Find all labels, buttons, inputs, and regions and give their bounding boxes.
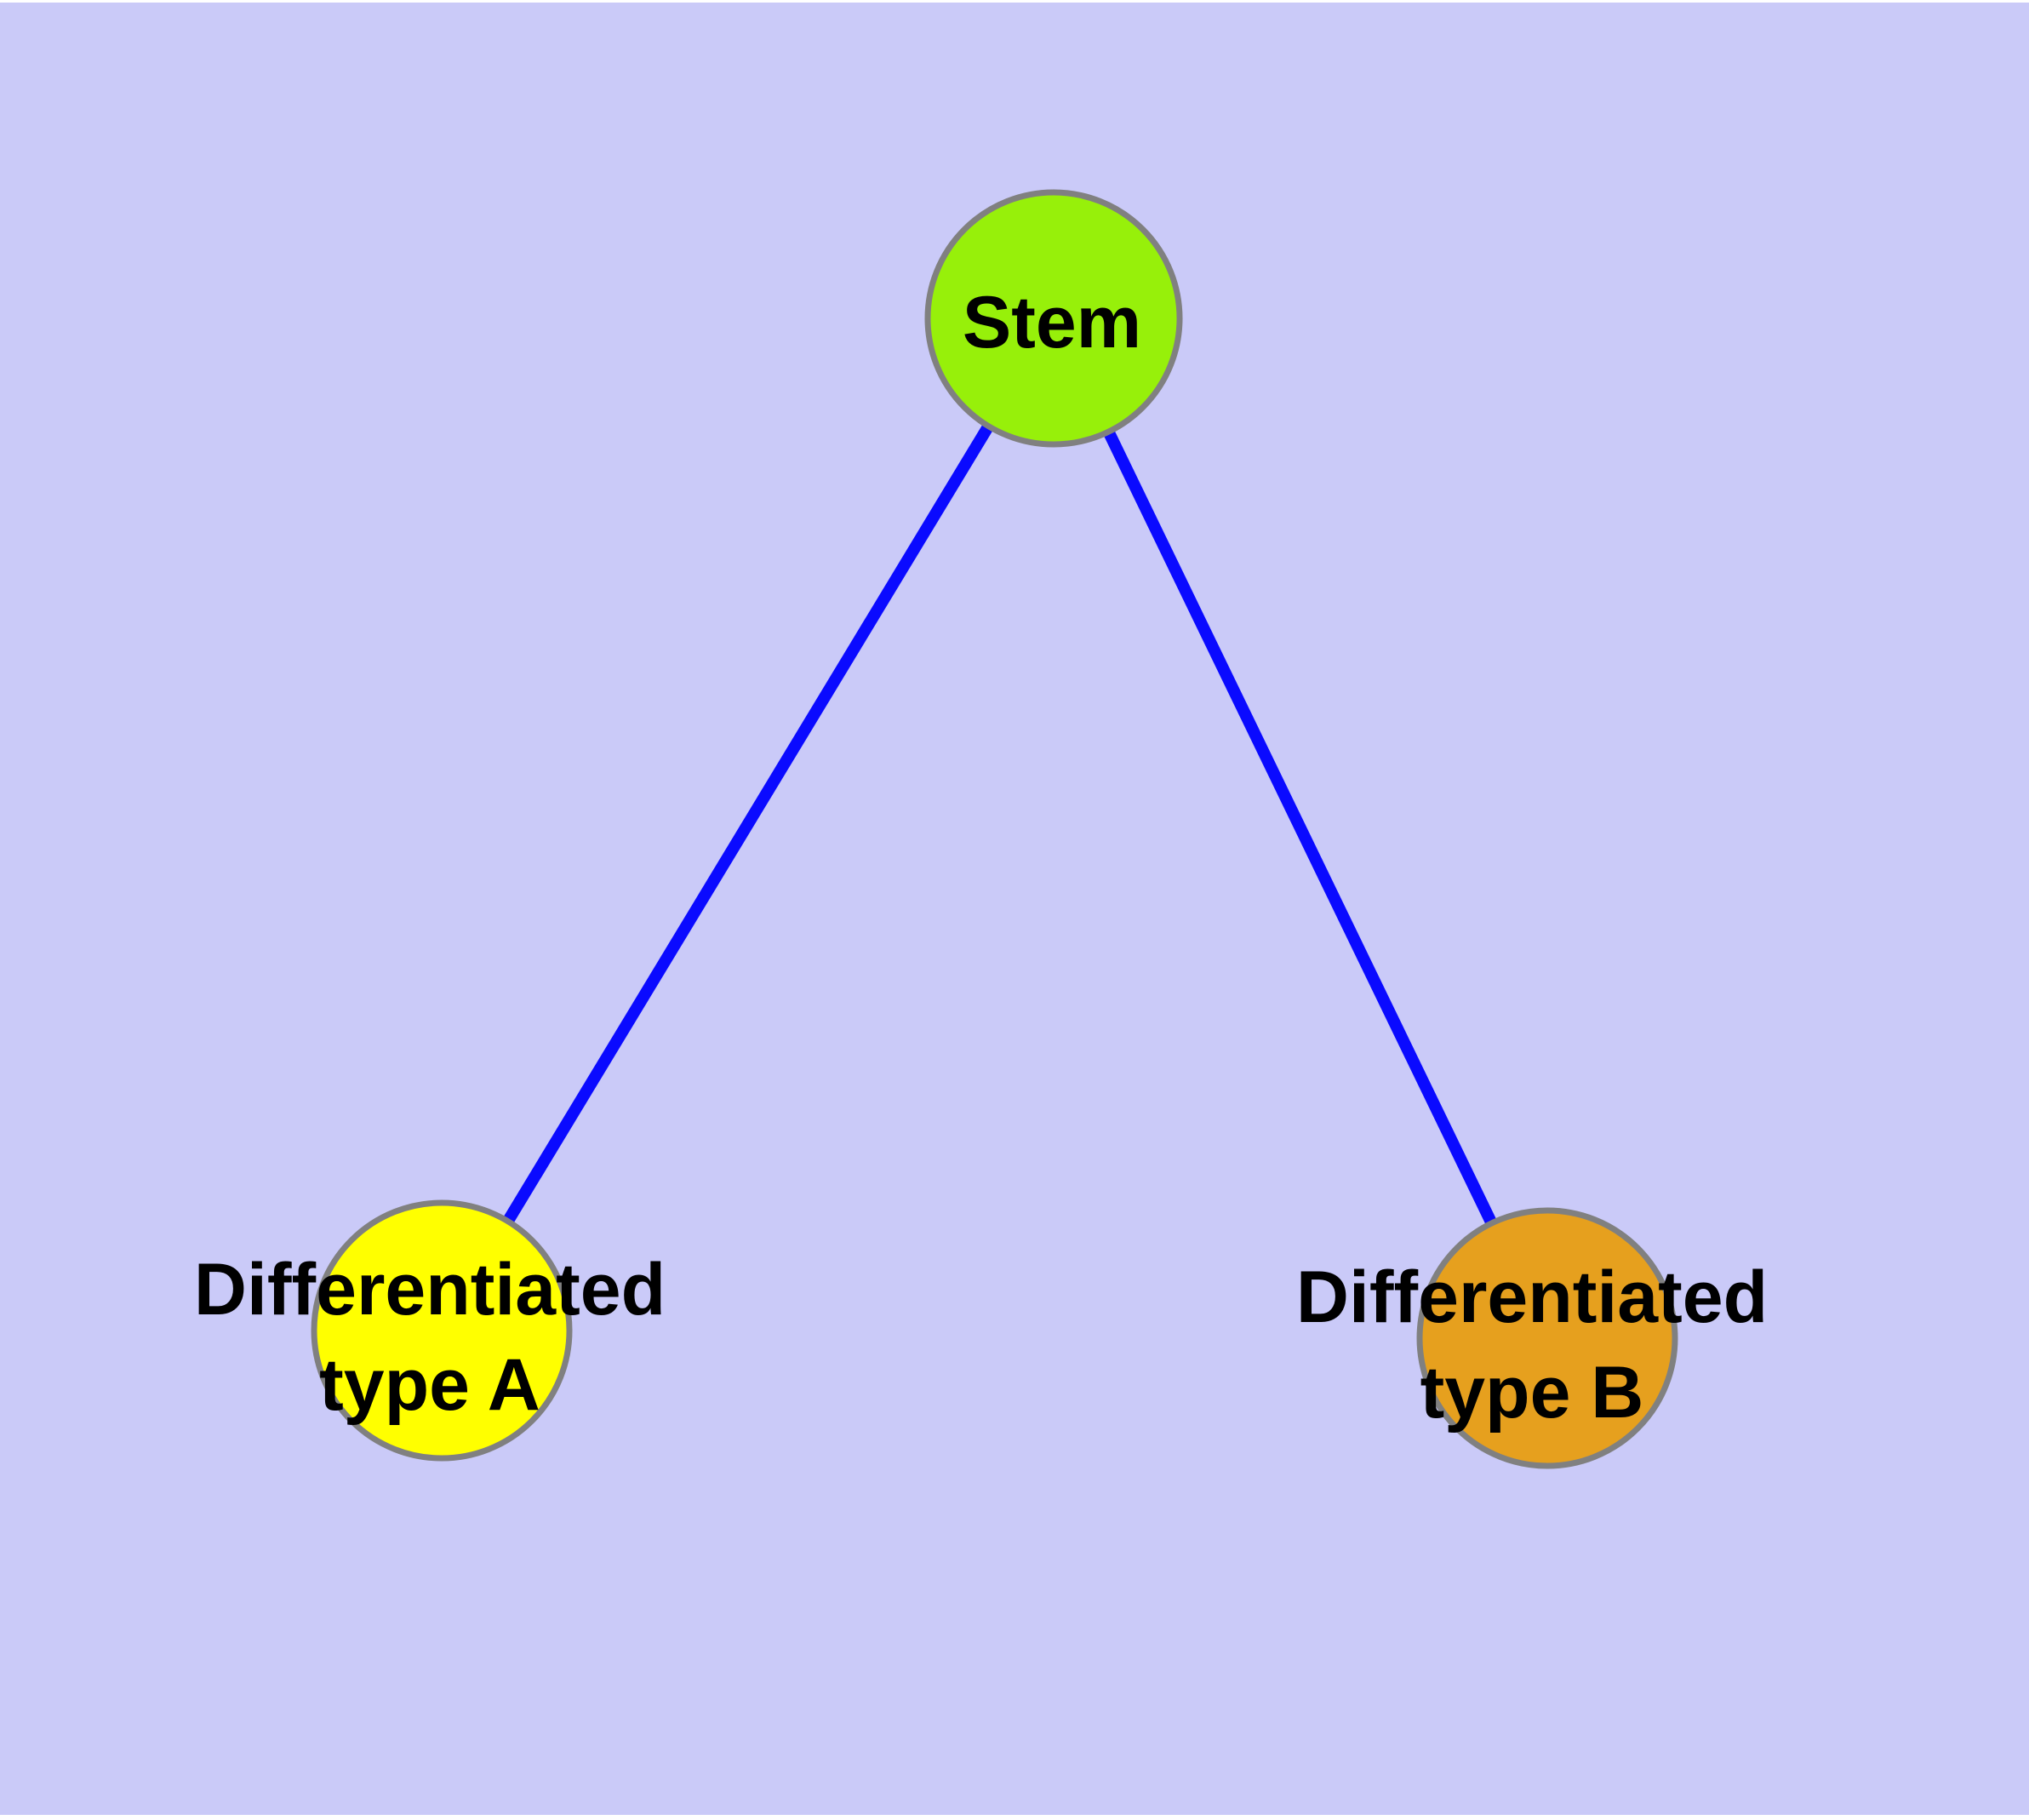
node-type-a-label-line1: Differentiated bbox=[194, 1249, 666, 1331]
node-type-a-circle bbox=[311, 1199, 573, 1462]
edge-stem-to-type-a bbox=[437, 315, 1059, 1334]
node-type-b-circle bbox=[1416, 1207, 1678, 1469]
node-type-b-label-line1: Differentiated bbox=[1296, 1256, 1768, 1338]
node-stem-circle bbox=[924, 189, 1183, 448]
node-type-a-label-line2: type A bbox=[319, 1344, 540, 1426]
edge-layer bbox=[437, 315, 1553, 1342]
node-stem: Stem bbox=[924, 189, 1183, 448]
node-differentiated-type-b: Differentiated type B bbox=[1296, 1207, 1768, 1469]
edge-stem-to-type-b bbox=[1048, 315, 1553, 1342]
node-stem-label: Stem bbox=[963, 282, 1141, 363]
node-type-b-label-line2: type B bbox=[1420, 1352, 1644, 1434]
node-differentiated-type-a: Differentiated type A bbox=[194, 1199, 666, 1462]
